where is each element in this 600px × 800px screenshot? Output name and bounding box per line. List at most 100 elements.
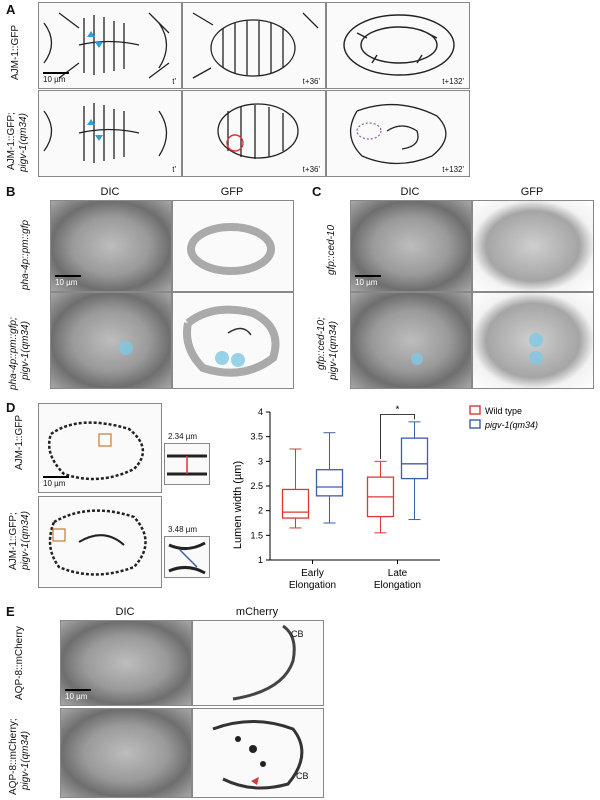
box-0-1-iqr: [315, 469, 344, 497]
panel-a-image-4: t': [38, 90, 182, 177]
panel-c-row2-label-b: pigv-1(qm34): [328, 321, 339, 380]
box-0-0-iqr: [281, 488, 310, 519]
panel-e-row1-label: AQP-8::mCherry: [14, 626, 25, 700]
panel-e-row2-label-b: pigv-1(qm34): [20, 731, 31, 790]
panel-b-marked-cell: [119, 341, 133, 355]
panel-d-row2-label-b: pigv-1(qm34): [20, 511, 31, 570]
y-tick-label-6: 4: [258, 407, 263, 417]
panel-a-time-5: t+36': [300, 165, 322, 174]
panel-a-time-1: t': [170, 77, 178, 86]
y-tick-label-1: 1.5: [250, 530, 263, 540]
panel-c-row1-label: gfp::ced-10: [326, 224, 337, 275]
panel-c-gfp-image-2: [472, 292, 594, 389]
significance-bracket: [380, 414, 415, 459]
panel-a-image-5-drawing: [217, 103, 299, 159]
panel-b-marked-cell-gfp-1: [215, 351, 229, 365]
panel-a-image-1: 10 µm t': [38, 2, 182, 89]
panel-a-letter: A: [6, 2, 16, 17]
x-tick-label-0-0: Early: [301, 568, 324, 579]
panel-d-image-1-drawing: [47, 421, 144, 481]
significance-star: *: [396, 404, 400, 415]
panel-a-scale-bar: 10 µm: [43, 72, 69, 84]
panel-e-mcherry-header: mCherry: [235, 606, 279, 618]
panel-e-cb-label-1: CB: [291, 629, 304, 639]
panel-a-image-2-drawing: [192, 12, 319, 79]
x-tick-label-1-1: Elongation: [374, 580, 421, 591]
panel-b-row1-label: pha-4p::pm::gfp: [20, 219, 31, 290]
panel-d-inset-1-label: 2.34 µm: [168, 432, 198, 441]
panel-e-dic-header: DIC: [115, 606, 135, 618]
panel-a-time-3: t+132': [440, 77, 466, 86]
panel-e-mcherry-image-2: CB: [192, 708, 324, 798]
panel-b-dic-image-1: 10 µm: [50, 200, 172, 292]
panel-a-image-6: t+132': [326, 90, 470, 177]
panel-e-letter: E: [6, 604, 15, 619]
legend-wild-type-label: Wild type: [485, 406, 522, 416]
boxplot-axes: 11.522.533.54EarlyElongationLateElongati…: [250, 407, 440, 591]
panel-e-row2-label-a: AQP-8::mCherry;: [8, 718, 19, 795]
panel-a-row1-label: AJM-1::GFP: [10, 24, 21, 80]
panel-c-dic-header: DIC: [400, 186, 420, 198]
panel-d-inset-1: [164, 443, 210, 485]
panel-b-row2-label-a: pha-4p::pm::gfp;: [8, 317, 19, 390]
panel-c-scale-bar: 10 µm: [355, 275, 381, 287]
panel-d-row1-label: AJM-1::GFP: [14, 414, 25, 470]
panel-e-mcherry-image-1: CB: [192, 620, 324, 706]
panel-a-row2-label-a: AJM-1::GFP;: [6, 112, 17, 170]
panel-b-gfp-header: GFP: [220, 186, 244, 198]
panel-e-dic-image-1: 10 µm: [60, 620, 192, 706]
panel-b-gfp-image-2-drawing: [183, 305, 280, 377]
panel-a-row2-label: AJM-1::GFP;: [6, 112, 17, 170]
panel-d-letter: D: [6, 400, 16, 415]
panel-e-dic-image-2: [60, 708, 192, 798]
panel-a-image-1-drawing: [43, 12, 170, 79]
panel-a-image-2: t+36': [182, 2, 326, 89]
panel-b-letter: B: [6, 184, 16, 199]
panel-b-gfp-image-1-drawing: [187, 223, 275, 275]
panel-e-scale-bar: 10 µm: [65, 689, 91, 701]
panel-b-gfp-image-1: [172, 200, 294, 292]
panel-e-mcherry-image-1-drawing: [232, 624, 296, 701]
panel-c-letter: C: [312, 184, 322, 199]
y-tick-label-4: 3: [258, 456, 263, 466]
panel-d-inset-2-label: 3.48 µm: [168, 525, 198, 534]
panel-d-scale-bar: 10 µm: [43, 476, 69, 488]
boxplot-y-axis-label: Lumen width (µm): [232, 461, 244, 549]
panel-c-gfp-header: GFP: [520, 186, 544, 198]
panel-d-inset-2: [164, 536, 210, 578]
panel-d-image-2-drawing: [48, 509, 147, 576]
panel-a-row2-label-b: pigv-1(qm34): [18, 113, 29, 172]
panel-a-image-5: t+36': [182, 90, 326, 177]
legend-mutant-swatch: [469, 419, 481, 429]
panel-a-image-3-drawing: [343, 14, 455, 76]
panel-c-dic-image-1: 10 µm: [350, 200, 472, 292]
x-tick-label-0-1: Elongation: [289, 580, 336, 591]
y-tick-label-3: 2.5: [250, 481, 263, 491]
y-tick-label-0: 1: [258, 555, 263, 565]
panel-b-gfp-image-2: [172, 292, 294, 389]
legend-mutant-label: pigv-1(qm34): [484, 420, 538, 430]
panel-d-image-1: 10 µm: [38, 403, 162, 493]
box-1-1-iqr: [400, 437, 429, 480]
panel-c-marked-cell-gfp-2: [529, 351, 543, 365]
y-tick-label-2: 2: [258, 506, 263, 516]
panel-b-dic-image-2: [50, 292, 172, 389]
panel-b-marked-cell-gfp-2: [231, 353, 245, 367]
legend-wild-type-swatch: [469, 405, 481, 415]
panel-a-image-6-drawing: [350, 103, 447, 165]
panel-e-cb-label-2: CB: [296, 771, 309, 781]
panel-a-time-2: t+36': [300, 77, 322, 86]
boxplot-legend: Wild type pigv-1(qm34): [469, 405, 538, 430]
panel-b-row2-label-b: pigv-1(qm34): [20, 321, 31, 380]
boxplot-boxes: *: [281, 404, 429, 534]
panel-e-mcherry-image-2-drawing: [212, 720, 304, 790]
panel-d-image-2: [38, 496, 162, 588]
panel-b-dic-header: DIC: [100, 186, 120, 198]
panel-a-time-6: t+132': [440, 165, 466, 174]
panel-a-image-3: t+132': [326, 2, 470, 89]
lumen-width-boxplot: 11.522.533.54EarlyElongationLateElongati…: [232, 404, 538, 591]
x-tick-label-1-0: Late: [388, 568, 408, 579]
panel-c-dic-image-2: [350, 292, 472, 389]
panel-d-inset-2-drawing: [168, 541, 206, 575]
panel-a-time-4: t': [170, 165, 178, 174]
